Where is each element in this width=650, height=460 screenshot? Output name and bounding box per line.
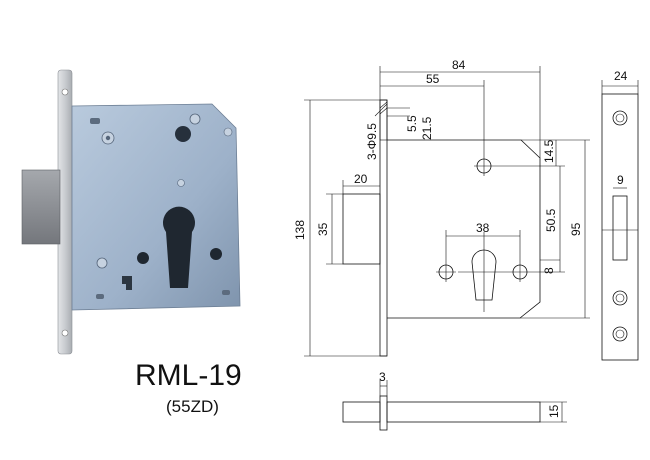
dim-top-gap-2: 21.5	[420, 116, 434, 140]
dim-faceplate-slot: 9	[617, 173, 624, 187]
case-rivet-3	[189, 113, 201, 125]
dim-overall-width: 84	[452, 58, 466, 72]
case-bottom-slot-2	[222, 290, 230, 295]
drawing-faceplate	[379, 99, 388, 357]
side-bolt	[342, 401, 381, 423]
model-title: RML-19	[135, 359, 242, 392]
dim-screw-holes: 3-Φ9.5	[365, 123, 379, 160]
handle-spindle-hole	[175, 126, 191, 142]
dim-backset: 55	[426, 72, 440, 86]
front-view-drawing: 84 55 138 95 50.5 14.5 38 8 20	[293, 58, 590, 357]
side-faceplate	[379, 395, 388, 431]
case-small-rivet	[177, 179, 185, 187]
faceplate-screw-top	[61, 88, 69, 96]
cylinder-screw-left	[137, 252, 149, 264]
dim-top-to-handle: 14.5	[542, 139, 556, 163]
dim-body-height: 95	[569, 222, 583, 236]
drawing-cylinder	[471, 249, 497, 301]
dim-top-gap-1: 5.5	[405, 115, 419, 132]
drawing-case-outline	[387, 139, 541, 319]
lock-case	[71, 103, 241, 311]
dim-cylinder-offset: 8	[542, 267, 556, 274]
case-lever-slot	[122, 276, 132, 290]
faceplate-bolt-slot	[612, 195, 628, 261]
faceplate-hole-3	[612, 326, 628, 342]
faceplate-outline	[601, 93, 639, 361]
case-slot	[90, 118, 100, 124]
bolt-side-view: 3 15	[342, 370, 567, 431]
dim-bolt-throw: 20	[354, 172, 368, 186]
case-rivet-5	[96, 257, 108, 269]
dim-centre-distance: 50.5	[544, 208, 558, 232]
side-case	[386, 401, 541, 423]
dim-bolt-height: 35	[316, 222, 330, 236]
case-bottom-slot	[96, 294, 104, 299]
dim-front-width: 24	[614, 69, 628, 83]
faceplate-screw-bottom	[61, 329, 69, 337]
drawing-bolt	[342, 193, 381, 265]
case-rivet-4	[223, 127, 233, 137]
dim-case-height: 138	[293, 220, 307, 240]
model-variant: (55ZD)	[166, 397, 219, 416]
dim-screw-spacing: 38	[476, 221, 490, 235]
faceplate-hole-1	[612, 110, 628, 126]
cylinder-screw-right	[210, 248, 222, 260]
latch-bolt	[21, 169, 61, 245]
drawing-top-tab	[379, 99, 388, 141]
faceplate-hole-2	[612, 290, 628, 306]
faceplate-view: 24 9	[601, 69, 639, 361]
case-rivet-2	[105, 135, 111, 141]
cylinder-cutout	[163, 206, 195, 288]
dim-bolt-side-height: 15	[547, 404, 561, 418]
lock-photo	[21, 69, 241, 355]
dim-bolt-thickness: 3	[379, 370, 386, 384]
